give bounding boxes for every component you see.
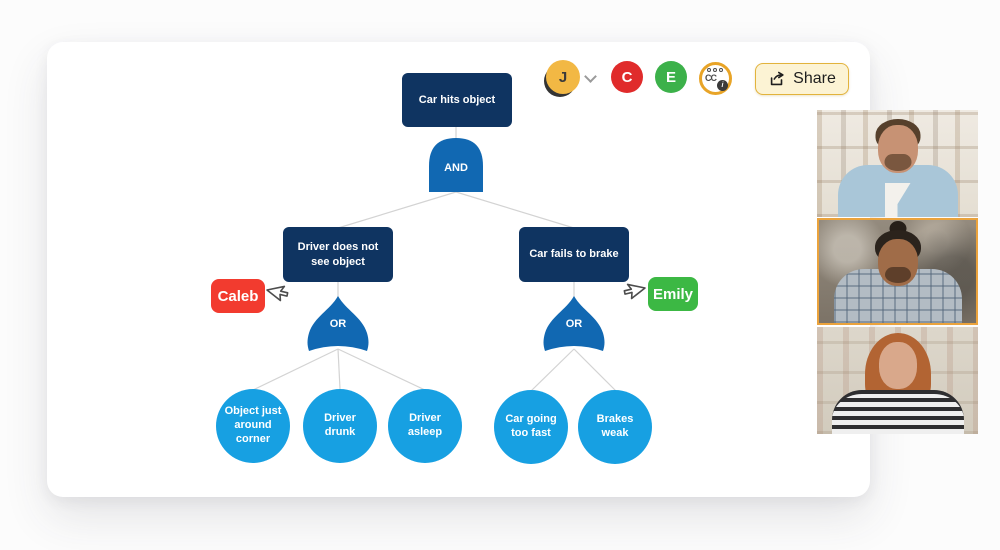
collaborators-captions-icon[interactable]: CC i [699, 62, 732, 95]
caleb-cursor-tag: Caleb [211, 279, 265, 313]
share-button[interactable]: Share [755, 63, 849, 95]
leaf-driver-asleep[interactable]: Driver asleep [388, 389, 462, 463]
video-participant-2-active[interactable] [817, 218, 978, 325]
video-participant-1[interactable] [817, 110, 978, 217]
participant-2-beard [884, 267, 911, 283]
avatar-e[interactable]: E [655, 61, 687, 93]
leaf-driver-drunk[interactable]: Driver drunk [303, 389, 377, 463]
participant-2-plaid-shirt [833, 269, 962, 323]
cc-glyph: CC [705, 73, 717, 83]
leaf-object-around-corner[interactable]: Object just around corner [216, 389, 290, 463]
participant-3-face [878, 342, 917, 389]
leaf-brakes-weak[interactable]: Brakes weak [578, 390, 652, 464]
node-car-hits-object[interactable]: Car hits object [402, 73, 512, 127]
avatar-c[interactable]: C [611, 61, 643, 93]
people-dots-icon [707, 68, 723, 72]
participant-3-striped-shirt [831, 390, 964, 434]
node-car-fails-to-brake[interactable]: Car fails to brake [519, 227, 629, 282]
video-participant-3[interactable] [817, 327, 978, 434]
share-label: Share [793, 70, 836, 87]
participant-1-beard [884, 154, 911, 171]
leaf-car-too-fast[interactable]: Car going too fast [494, 390, 568, 464]
share-icon [770, 71, 784, 86]
video-call-panel [817, 110, 978, 434]
node-driver-does-not-see[interactable]: Driver does not see object [283, 227, 393, 282]
avatar-j[interactable]: J [546, 60, 580, 94]
info-badge-icon: i [717, 80, 728, 91]
emily-cursor-tag: Emily [648, 277, 698, 311]
